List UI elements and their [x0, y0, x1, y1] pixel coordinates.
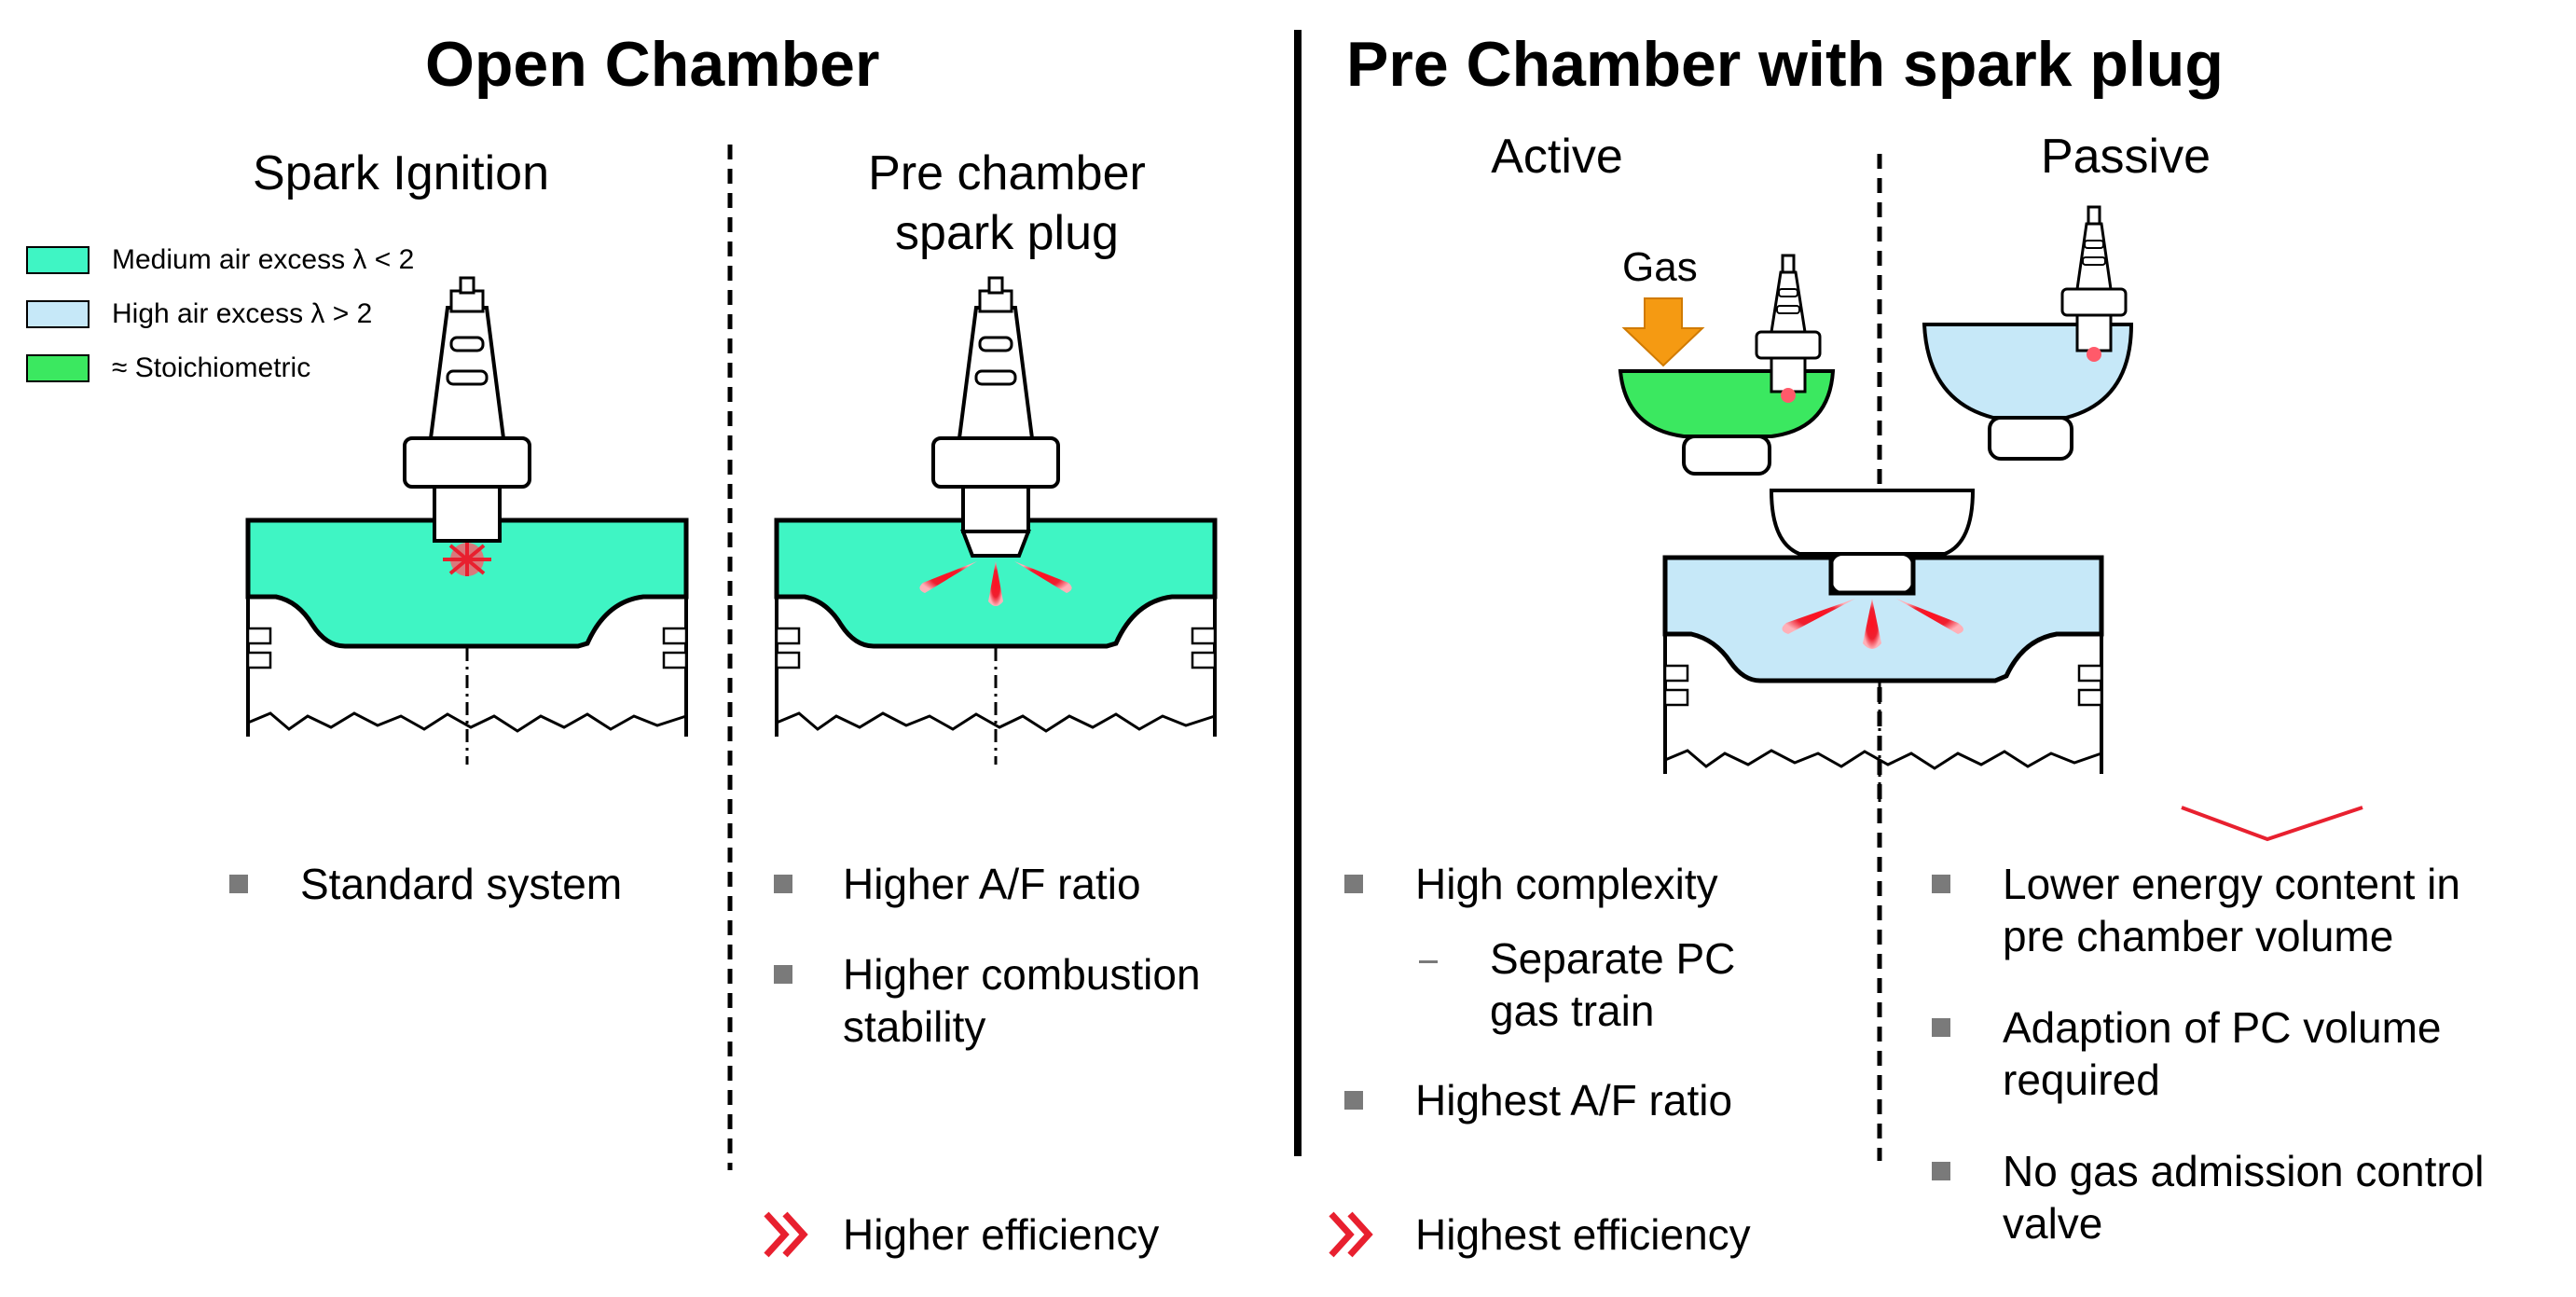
sub-bullet-dash	[1419, 960, 1438, 963]
subtitle-pcsp-2: spark plug	[895, 206, 1119, 260]
subtitle-passive: Passive	[2040, 130, 2211, 184]
legend-label-medium: Medium air excess λ < 2	[112, 244, 415, 275]
chevron-icon-active	[1329, 1211, 1373, 1258]
bullet-marker	[1932, 1162, 1950, 1180]
subtitle-pcsp-1: Pre chamber	[868, 146, 1146, 200]
bullet-spark-ignition-1: Standard system	[300, 860, 623, 908]
bullet-marker	[774, 965, 792, 984]
passive-pc-diagram	[1922, 205, 2134, 461]
gas-label: Gas	[1622, 244, 1698, 290]
pcsp-diagram	[774, 276, 1218, 765]
legend-swatch-high	[26, 300, 90, 328]
spark-ignition-diagram	[245, 276, 689, 765]
bullet-passive-3-line1: No gas admission control	[2003, 1147, 2485, 1195]
bullet-passive-2-line1: Adaption of PC volume	[2003, 1003, 2442, 1052]
bullet-passive-2-line2: required	[2003, 1056, 2160, 1104]
active-pc-diagram	[1618, 254, 1836, 476]
bullet-marker	[1932, 875, 1950, 893]
bullet-marker	[774, 875, 792, 893]
bullet-active-2: Highest A/F ratio	[1415, 1076, 1733, 1125]
bullet-passive-1-line1: Lower energy content in	[2003, 860, 2460, 908]
bullet-passive-1-line2: pre chamber volume	[2003, 912, 2394, 960]
bullet-marker	[229, 875, 248, 893]
bullet-pcsp-2-line2: stability	[843, 1002, 986, 1051]
legend-label-stoich: ≈ Stoichiometric	[112, 352, 311, 383]
legend-label-high: High air excess λ > 2	[112, 298, 373, 329]
sub-bullet-active-line1: Separate PC	[1490, 934, 1736, 983]
chevron-icon-pcsp	[764, 1211, 808, 1258]
legend-swatch-medium	[26, 246, 90, 274]
bullet-active-1: High complexity	[1415, 860, 1718, 908]
bullet-marker	[1344, 875, 1363, 893]
title-pre-chamber: Pre Chamber with spark plug	[1346, 29, 2224, 100]
subtitle-active: Active	[1491, 130, 1623, 184]
bullet-pcsp-1: Higher A/F ratio	[843, 860, 1141, 908]
bullet-passive-3-line2: valve	[2003, 1199, 2103, 1248]
subtitle-spark-ignition: Spark Ignition	[253, 146, 549, 200]
result-pcsp: Higher efficiency	[843, 1210, 1160, 1259]
legend-swatch-stoich	[26, 354, 90, 382]
pc-main-chamber-diagram	[1662, 489, 2363, 842]
bullet-marker	[1932, 1018, 1950, 1037]
bullet-marker	[1344, 1091, 1363, 1110]
bullet-pcsp-2-line1: Higher combustion	[843, 950, 1201, 999]
result-active: Highest efficiency	[1415, 1210, 1751, 1259]
title-open-chamber: Open Chamber	[425, 29, 880, 100]
sub-bullet-active-line2: gas train	[1490, 987, 1655, 1035]
